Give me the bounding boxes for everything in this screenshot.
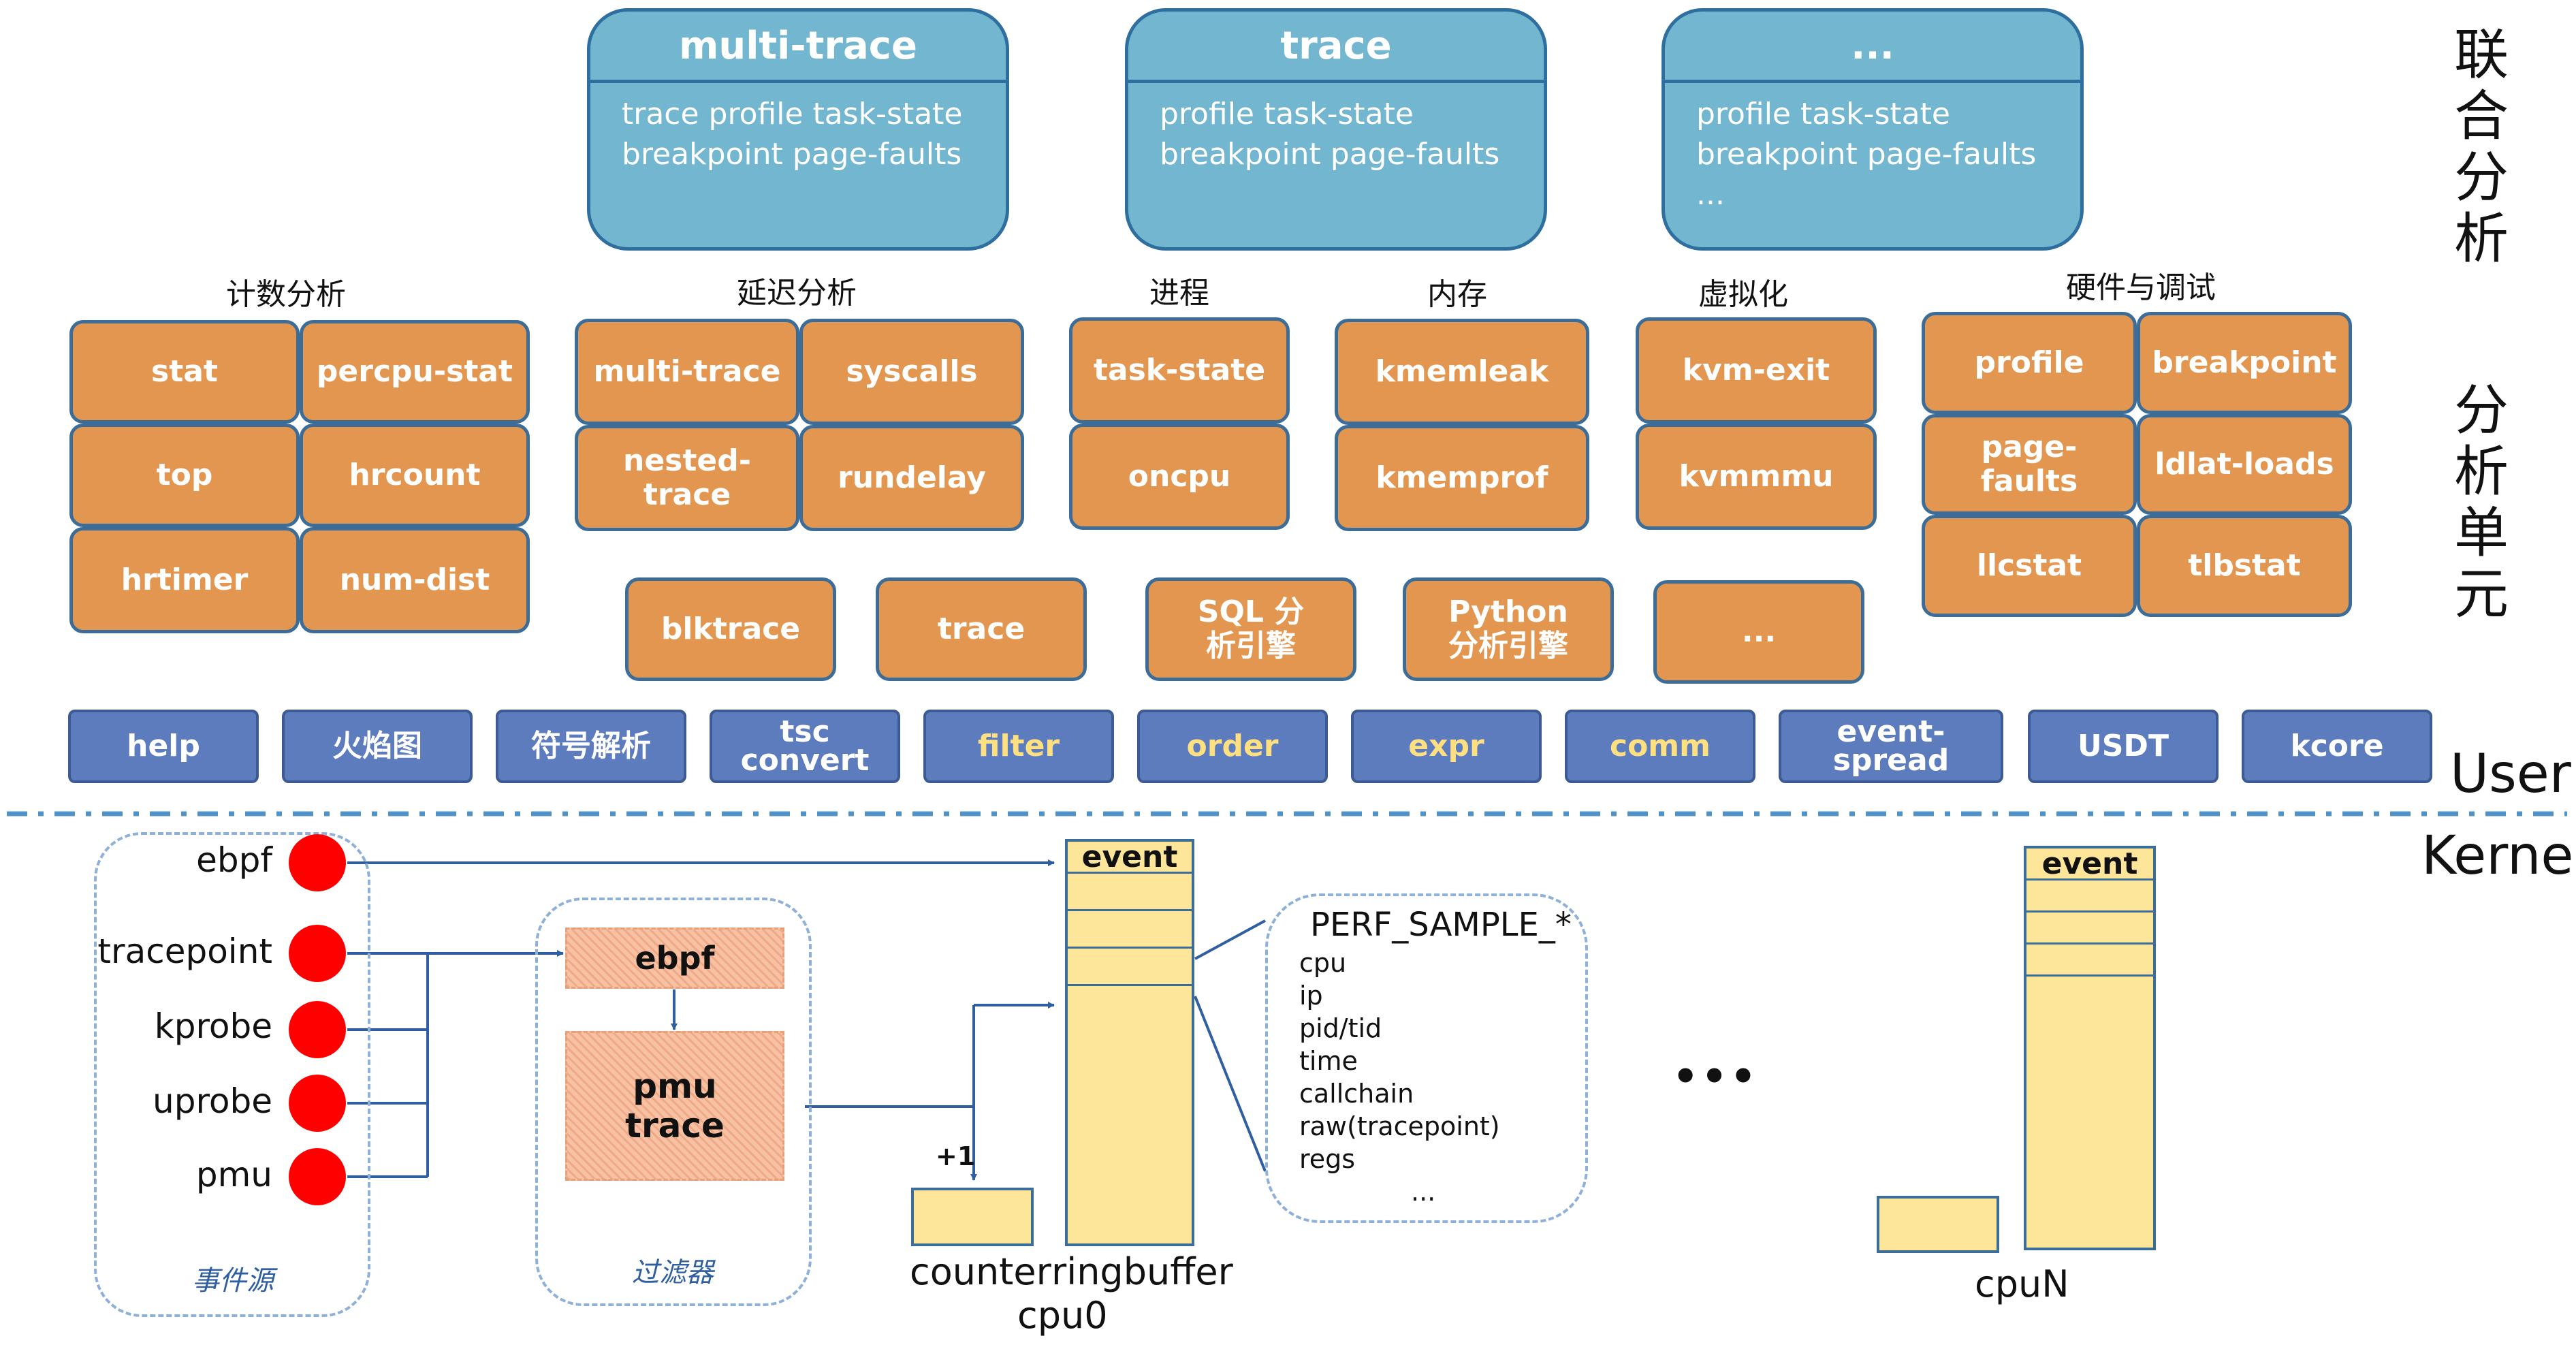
unit-page-faults[interactable]: page-faults bbox=[1922, 414, 2137, 515]
tool-order[interactable]: order bbox=[1137, 710, 1328, 783]
card-trace[interactable]: trace profile task-state breakpoint page… bbox=[1125, 8, 1547, 251]
category-memory: 内存 bbox=[1427, 277, 1487, 312]
counter-box-cpuN bbox=[1877, 1196, 1999, 1253]
source-label-uprobe: uprobe bbox=[153, 1081, 272, 1121]
unit-oncpu[interactable]: oncpu bbox=[1069, 424, 1290, 530]
unit-kvm-exit[interactable]: kvm-exit bbox=[1636, 317, 1877, 424]
perf-item: cpu bbox=[1299, 948, 1347, 978]
tool-tsc-convert[interactable]: tsc convert bbox=[710, 710, 900, 783]
card-body: trace profile task-state breakpoint page… bbox=[622, 97, 963, 172]
label-analysis-units: 分析单元 bbox=[2454, 379, 2509, 626]
tool-kcore[interactable]: kcore bbox=[2242, 710, 2432, 783]
tool-flamegraph[interactable]: 火焰图 bbox=[282, 710, 473, 783]
unit-syscalls[interactable]: syscalls bbox=[799, 319, 1024, 425]
filter-pmu-trace[interactable]: pmu trace bbox=[565, 1031, 784, 1181]
cpuN-label: cpuN bbox=[1975, 1263, 2069, 1305]
unit-hrcount[interactable]: hrcount bbox=[300, 424, 530, 527]
tool-usdt[interactable]: USDT bbox=[2028, 710, 2219, 783]
unit-kmemleak[interactable]: kmemleak bbox=[1335, 319, 1589, 425]
source-dot-kprobe[interactable] bbox=[289, 1001, 346, 1058]
ringbuffer-event-slot: event bbox=[2041, 846, 2138, 881]
tool-symbol-resolve[interactable]: 符号解析 bbox=[496, 710, 686, 783]
tool-comm[interactable]: comm bbox=[1565, 710, 1755, 783]
perf-item: ... bbox=[1411, 1177, 1436, 1207]
card-more[interactable]: ... profile task-state breakpoint page-f… bbox=[1661, 8, 2084, 251]
unit-percpu-stat[interactable]: percpu-stat bbox=[300, 320, 530, 424]
unit-trace[interactable]: trace bbox=[876, 577, 1087, 681]
unit-nested-trace[interactable]: nested-trace bbox=[575, 425, 799, 531]
card-title: ... bbox=[1665, 12, 2080, 83]
unit-llcstat[interactable]: llcstat bbox=[1922, 515, 2137, 617]
ringbuffer-callout-bottom bbox=[1194, 996, 1267, 1172]
unit-blktrace[interactable]: blktrace bbox=[625, 577, 836, 681]
filter-group bbox=[535, 898, 812, 1306]
cpu0-label: cpu0 bbox=[1017, 1294, 1108, 1337]
category-process: 进程 bbox=[1149, 276, 1209, 311]
filter-caption: 过滤器 bbox=[632, 1257, 714, 1288]
source-label-kprobe: kprobe bbox=[154, 1006, 272, 1046]
tool-event-spread[interactable]: event-spread bbox=[1779, 710, 2003, 783]
unit-stat[interactable]: stat bbox=[69, 320, 300, 424]
ringbuffer-event-slot: event bbox=[1081, 839, 1178, 874]
perf-item: ip bbox=[1299, 981, 1323, 1011]
ringbuffer-cpu0: event bbox=[1065, 839, 1194, 1246]
unit-tlbstat[interactable]: tlbstat bbox=[2137, 515, 2352, 617]
tool-filter[interactable]: filter bbox=[923, 710, 1114, 783]
unit-kvmmmu[interactable]: kvmmmu bbox=[1636, 424, 1877, 530]
card-body: profile task-state breakpoint page-fault… bbox=[1160, 97, 1500, 172]
label-kernel: Kernel bbox=[2421, 825, 2576, 887]
perf-item: pid/tid bbox=[1299, 1013, 1382, 1043]
unit-sql-engine[interactable]: SQL 分析引擎 bbox=[1145, 577, 1356, 681]
tool-expr[interactable]: expr bbox=[1351, 710, 1542, 783]
perf-item: raw(tracepoint) bbox=[1299, 1111, 1500, 1141]
card-title: trace bbox=[1128, 12, 1544, 83]
unit-more[interactable]: ... bbox=[1653, 580, 1864, 684]
card-multi-trace[interactable]: multi-trace trace profile task-state bre… bbox=[587, 8, 1009, 251]
ringbuffer-callout-top bbox=[1194, 919, 1266, 960]
cpu-ellipsis: ••• bbox=[1672, 1053, 1760, 1100]
unit-top[interactable]: top bbox=[69, 424, 300, 527]
source-dot-tracepoint[interactable] bbox=[289, 925, 346, 982]
unit-num-dist[interactable]: num-dist bbox=[300, 527, 530, 633]
event-source-caption: 事件源 bbox=[192, 1265, 274, 1297]
perf-sample-list: cpu ip pid/tid time callchain raw(tracep… bbox=[1299, 947, 1500, 1208]
source-label-ebpf: ebpf bbox=[196, 840, 272, 880]
tool-help[interactable]: help bbox=[68, 710, 259, 783]
card-body: profile task-state breakpoint page-fault… bbox=[1696, 97, 2037, 212]
counter-label: counter bbox=[910, 1250, 1051, 1293]
category-hardware-debug: 硬件与调试 bbox=[2066, 270, 2216, 305]
unit-rundelay[interactable]: rundelay bbox=[799, 425, 1024, 531]
counter-box bbox=[911, 1188, 1034, 1246]
unit-ldlat-loads[interactable]: ldlat-loads bbox=[2137, 414, 2352, 515]
category-latency-analysis: 延迟分析 bbox=[737, 276, 857, 311]
unit-profile[interactable]: profile bbox=[1922, 312, 2137, 414]
perf-item: time bbox=[1299, 1046, 1358, 1076]
perf-sample-title: PERF_SAMPLE_* bbox=[1310, 906, 1572, 944]
plus-one-label: +1 bbox=[936, 1141, 976, 1171]
label-combined-analysis: 联合分析 bbox=[2454, 23, 2509, 270]
unit-python-engine[interactable]: Python 分析引擎 bbox=[1403, 577, 1614, 681]
unit-kmemprof[interactable]: kmemprof bbox=[1335, 425, 1589, 531]
category-count-analysis: 计数分析 bbox=[226, 277, 346, 312]
filter-ebpf[interactable]: ebpf bbox=[565, 927, 784, 989]
source-dot-pmu[interactable] bbox=[289, 1148, 346, 1205]
source-dot-uprobe[interactable] bbox=[289, 1075, 346, 1132]
perf-item: callchain bbox=[1299, 1079, 1414, 1109]
unit-hrtimer[interactable]: hrtimer bbox=[69, 527, 300, 633]
unit-task-state[interactable]: task-state bbox=[1069, 317, 1290, 424]
category-virtualization: 虚拟化 bbox=[1698, 277, 1788, 312]
unit-breakpoint[interactable]: breakpoint bbox=[2137, 312, 2352, 414]
perf-item: regs bbox=[1299, 1144, 1356, 1174]
source-label-pmu: pmu bbox=[195, 1155, 272, 1194]
source-label-tracepoint: tracepoint bbox=[97, 932, 272, 971]
unit-multi-trace[interactable]: multi-trace bbox=[575, 319, 799, 425]
source-dot-ebpf[interactable] bbox=[289, 834, 346, 891]
event-source-group bbox=[94, 832, 370, 1317]
label-user: User bbox=[2450, 744, 2571, 805]
ringbuffer-label: ringbuffer bbox=[1051, 1250, 1233, 1293]
perf-sample-callout bbox=[1265, 893, 1588, 1223]
card-title: multi-trace bbox=[590, 12, 1006, 83]
ringbuffer-cpuN: event bbox=[2024, 846, 2156, 1250]
